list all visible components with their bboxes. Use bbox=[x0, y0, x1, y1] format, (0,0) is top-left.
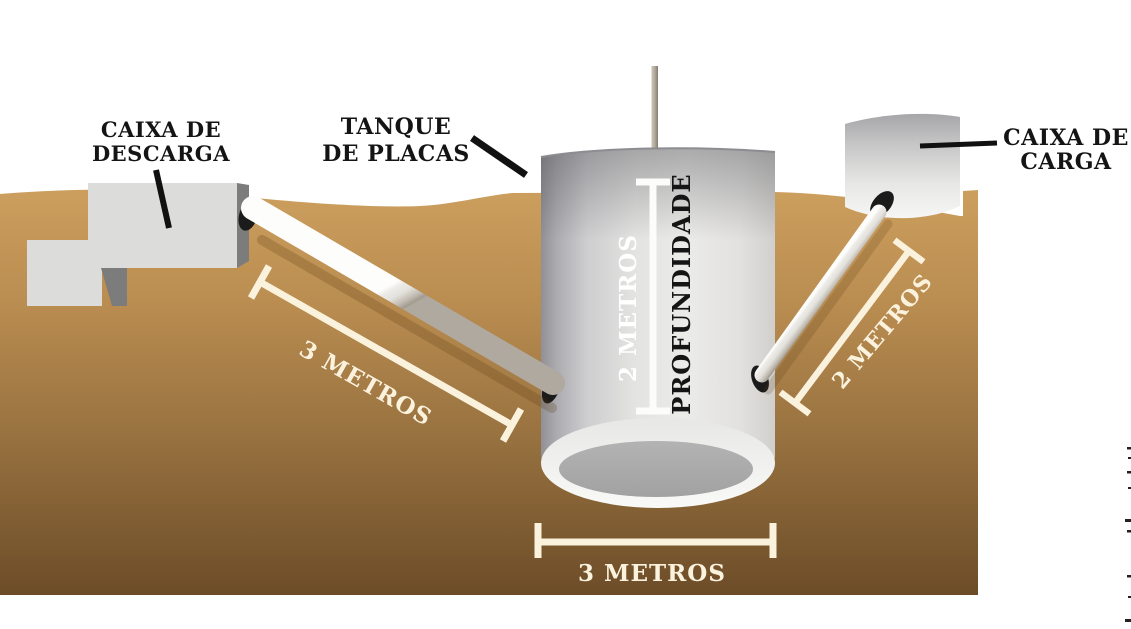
load-box-label-line2: CARGA bbox=[1020, 149, 1112, 175]
plate-tank-label-line2: DE PLACAS bbox=[322, 141, 470, 167]
tank-top-shadow bbox=[541, 148, 775, 242]
plate-tank-label: TANQUE DE PLACAS bbox=[322, 114, 470, 167]
tank-depth-dimension bbox=[636, 178, 670, 415]
load-box-label: CAIXA DE CARGA bbox=[1003, 125, 1129, 175]
dimension-line bbox=[792, 249, 912, 405]
discharge-box-pointer-line bbox=[153, 169, 172, 229]
load-box-pointer-line bbox=[919, 140, 998, 149]
load-box-label-line1: CAIXA DE bbox=[1003, 125, 1129, 151]
load-box bbox=[845, 113, 960, 219]
discharge-box-label: CAIXA DE DESCARGA bbox=[92, 117, 230, 166]
dimension-cap bbox=[778, 389, 812, 417]
discharge-box-lower-face bbox=[101, 268, 127, 306]
plate-tank-label-line1: TANQUE bbox=[341, 114, 451, 140]
outlet-pipe bbox=[754, 204, 887, 383]
tank-depth-label-text: PROFUNDIDADE bbox=[667, 173, 696, 414]
dimension-line bbox=[258, 278, 514, 429]
dimension-cap bbox=[247, 264, 273, 300]
tank-width-dimension-text: 3 METROS bbox=[578, 560, 726, 587]
plate-tank-pointer-line bbox=[470, 135, 528, 178]
tank-depth-value-text: 2 METROS bbox=[615, 234, 642, 382]
inlet-pipe bbox=[241, 196, 565, 395]
clipped-right-edge-text bbox=[1125, 447, 1131, 622]
outlet-pipe-dimension bbox=[778, 237, 926, 417]
tank-width-dimension bbox=[534, 523, 777, 558]
dimension-cap bbox=[499, 407, 525, 443]
discharge-box-label-line1: CAIXA DE bbox=[101, 117, 221, 142]
load-box-body bbox=[845, 113, 960, 219]
tank-top-edge bbox=[540, 147, 776, 158]
discharge-box-label-line2: DESCARGA bbox=[92, 141, 230, 166]
tank-bottom-face bbox=[559, 441, 753, 497]
plate-tank bbox=[540, 66, 776, 508]
outlet-pipe-shadow bbox=[763, 219, 893, 395]
inlet-pipe-shadow bbox=[257, 235, 557, 413]
tank-vent-rod bbox=[651, 66, 658, 160]
dimension-cap bbox=[892, 237, 926, 265]
inlet-pipe-dimension bbox=[247, 264, 525, 443]
